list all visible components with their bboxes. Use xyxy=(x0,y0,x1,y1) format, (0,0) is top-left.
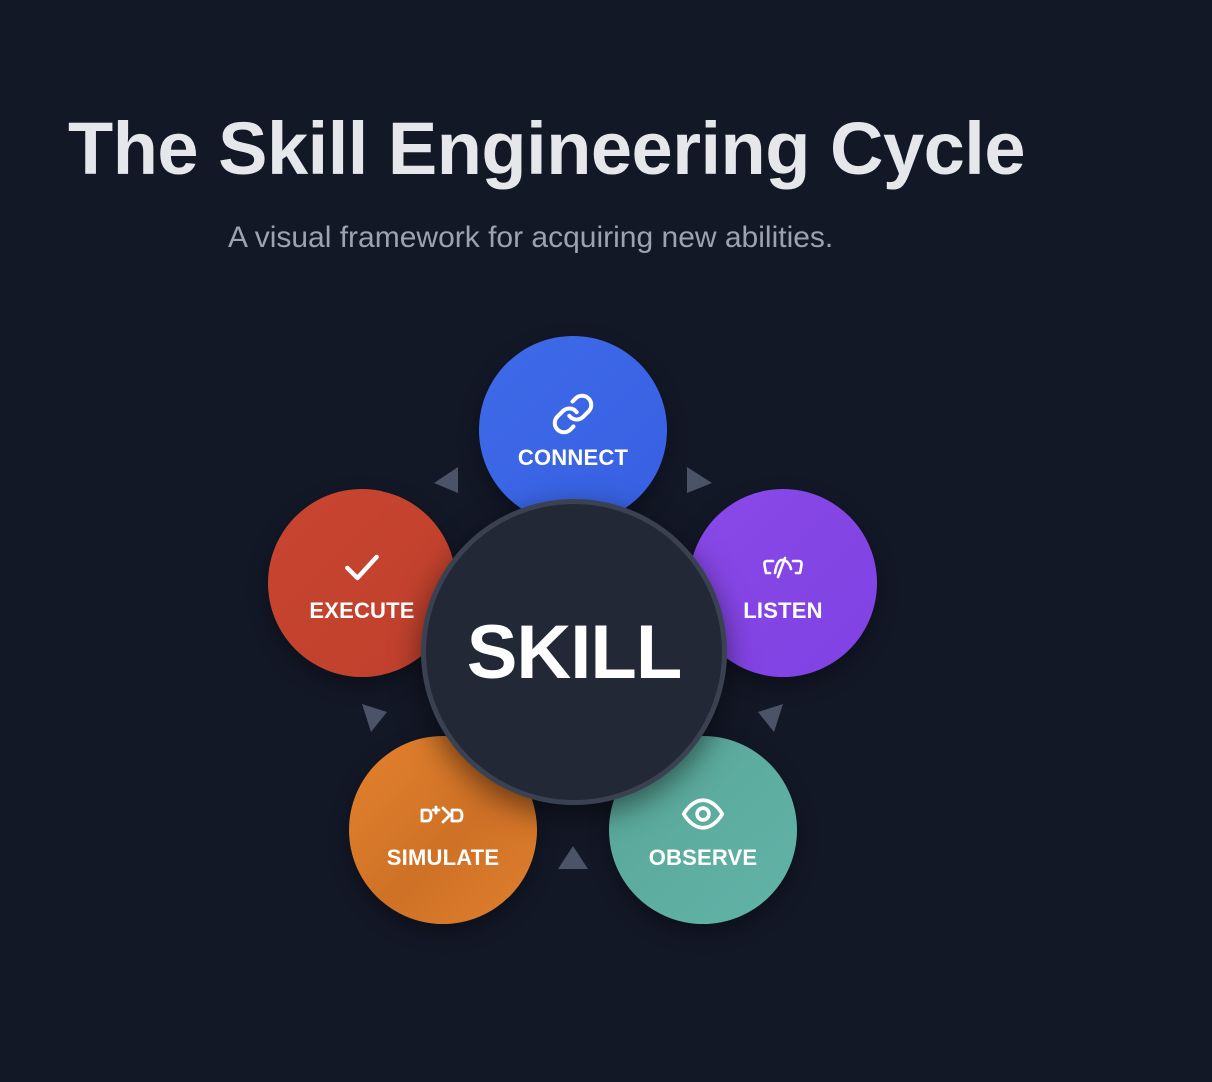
center-skill-circle: SKILL xyxy=(421,499,727,805)
node-label: SIMULATE xyxy=(386,845,500,870)
simulate-icon xyxy=(418,789,468,839)
node-label: OBSERVE xyxy=(648,845,758,870)
listen-wave-icon xyxy=(758,542,808,592)
center-label: SKILL xyxy=(466,609,683,695)
page-subtitle: A visual framework for acquiring new abi… xyxy=(228,221,834,254)
arrow-listen-to-observe-icon xyxy=(758,704,783,732)
node-label: LISTEN xyxy=(743,598,823,623)
arrow-observe-to-simulate-icon xyxy=(558,846,588,869)
node-label: CONNECT xyxy=(517,445,629,470)
eye-icon xyxy=(678,789,728,839)
arrow-connect-to-listen-icon xyxy=(687,467,712,493)
node-connect[interactable]: CONNECT xyxy=(479,336,667,524)
arrow-simulate-to-execute-icon xyxy=(362,704,387,732)
page-title: The Skill Engineering Cycle xyxy=(68,107,1026,190)
arrow-execute-to-connect-icon xyxy=(434,467,458,493)
check-icon xyxy=(337,542,387,592)
node-label: EXECUTE xyxy=(309,598,415,623)
link-icon xyxy=(548,389,598,439)
